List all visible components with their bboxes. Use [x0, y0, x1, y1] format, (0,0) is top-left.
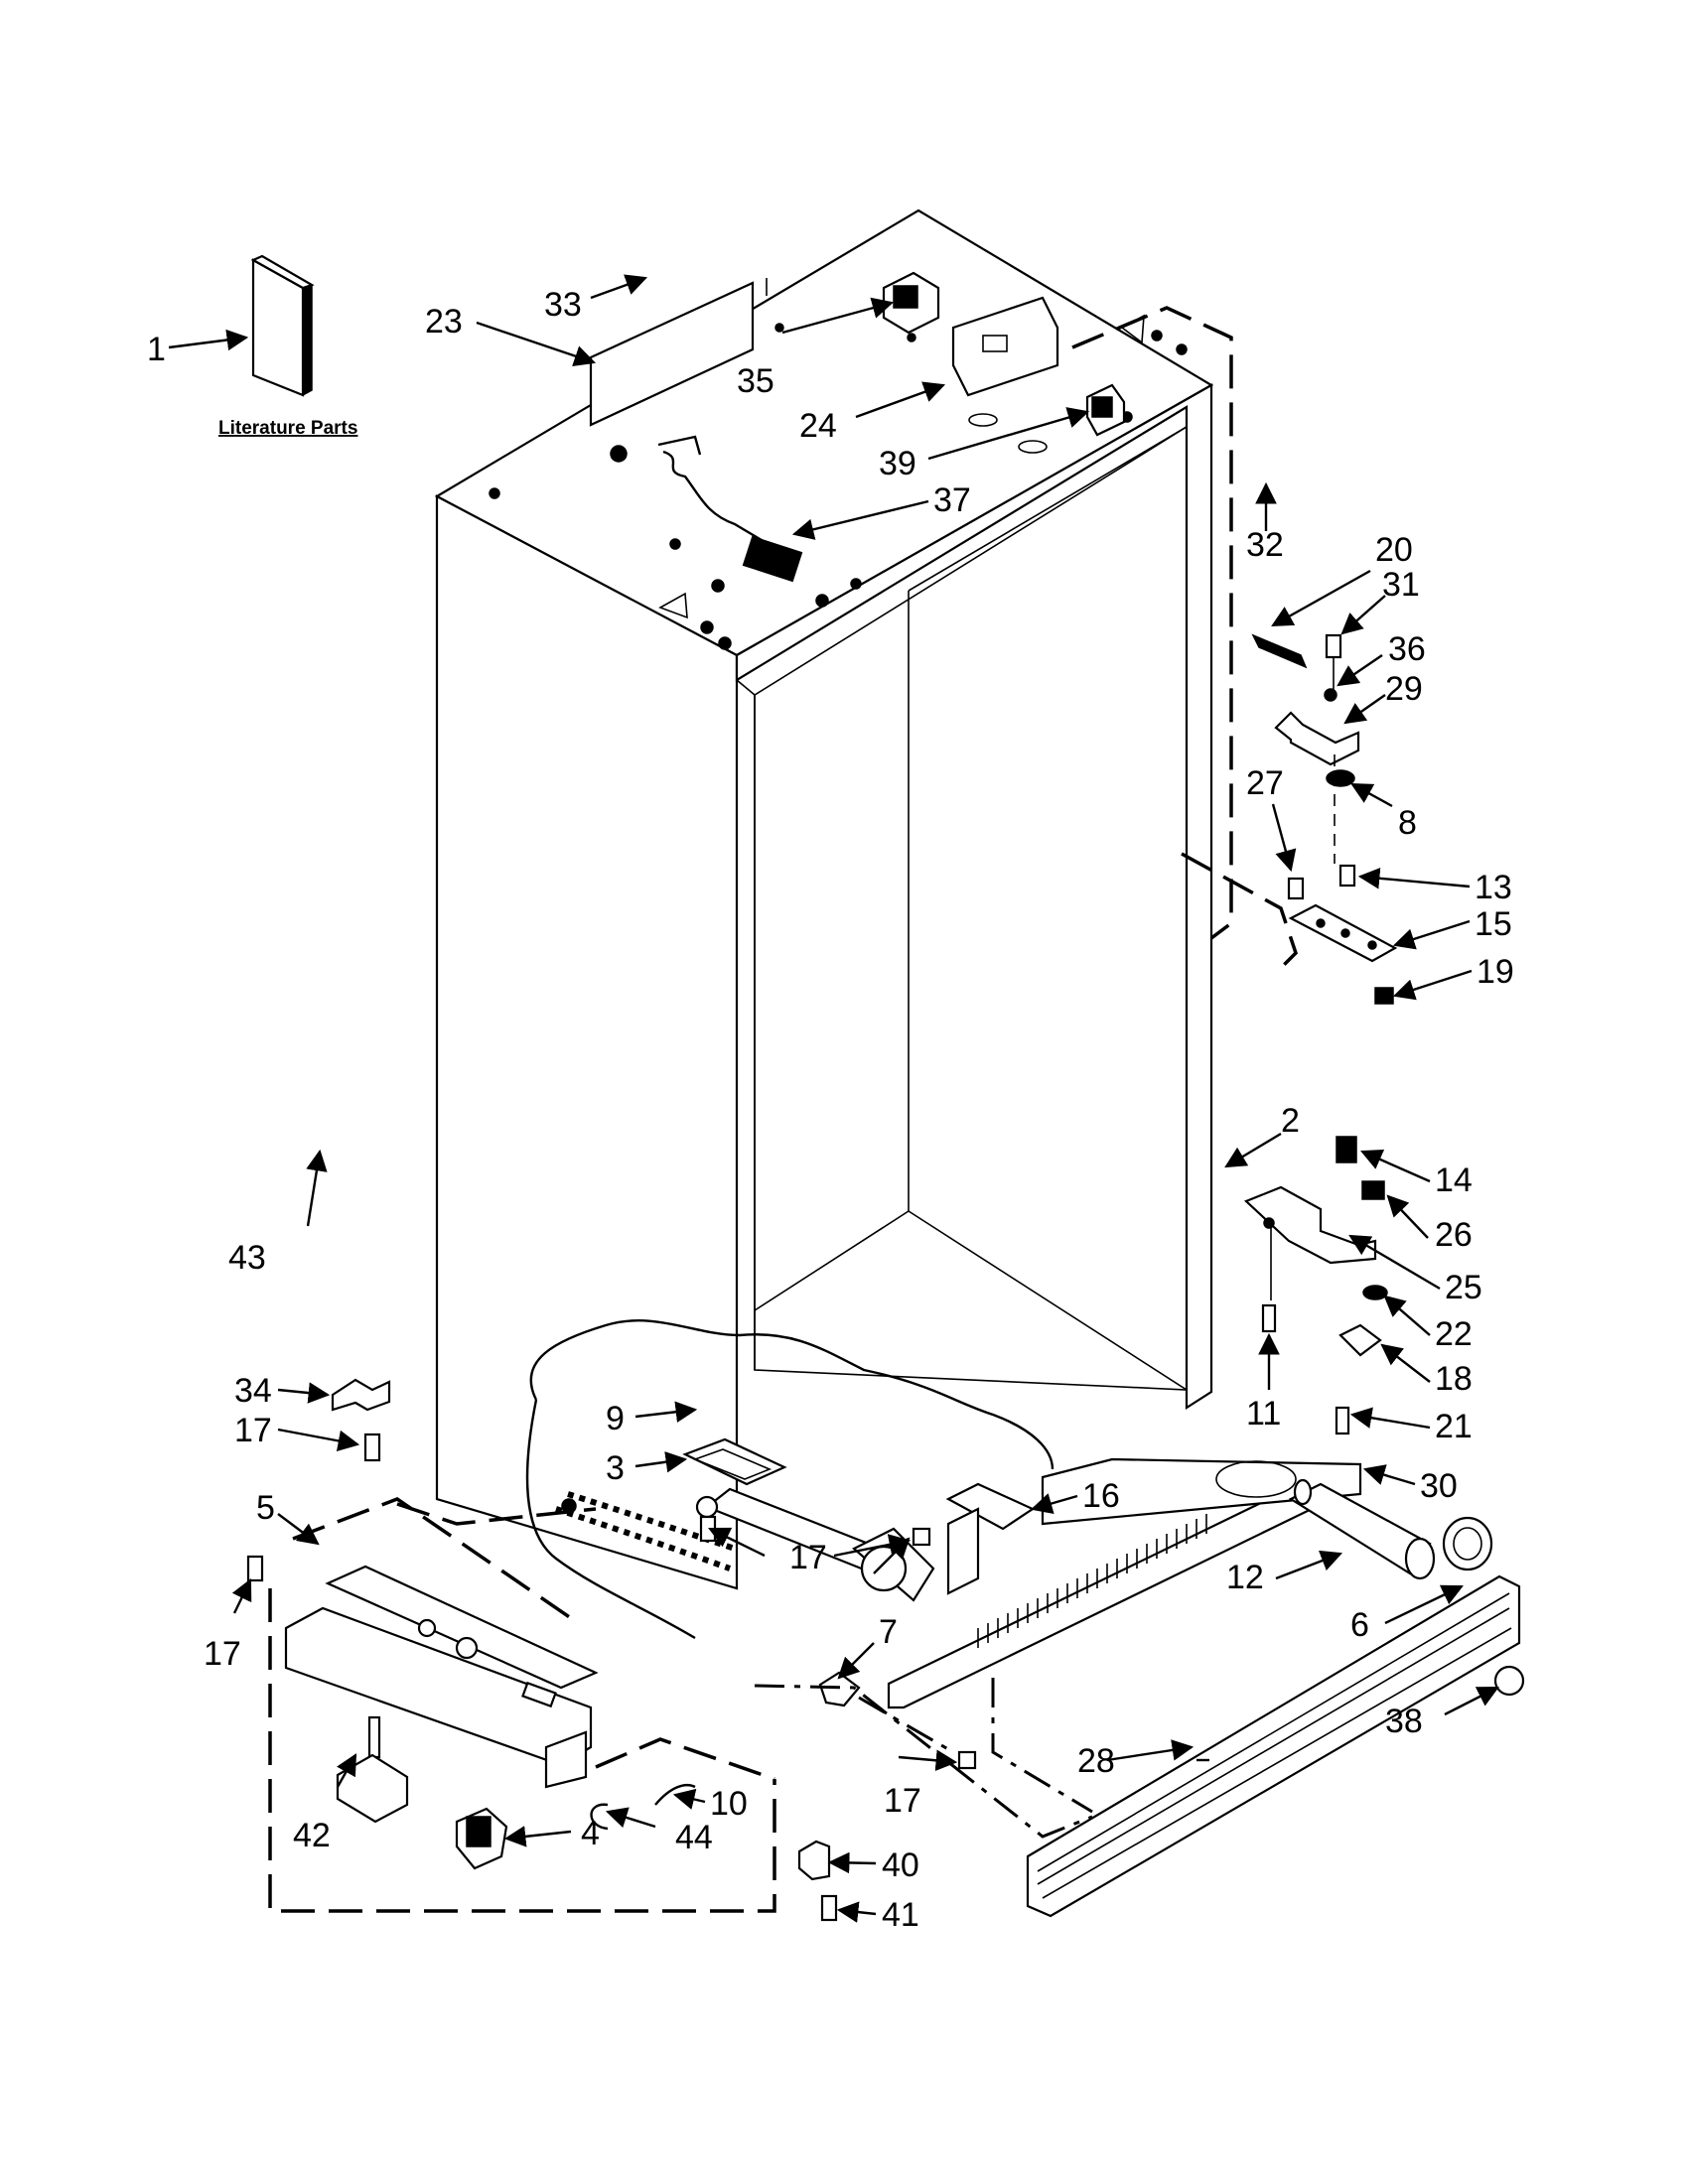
callout-33: 33 — [544, 286, 582, 324]
callout-31: 31 — [1382, 566, 1420, 604]
callout-19: 19 — [1477, 953, 1514, 991]
callout-17-d: 17 — [884, 1782, 921, 1820]
callout-38: 38 — [1385, 1703, 1423, 1740]
callout-7: 7 — [879, 1613, 898, 1651]
callout-18: 18 — [1435, 1360, 1473, 1398]
callout-labels: 1 2 3 4 5 6 7 8 9 10 11 12 13 14 15 16 1… — [147, 286, 1514, 1934]
wiring-harness — [657, 435, 803, 583]
callout-5: 5 — [256, 1489, 275, 1527]
upper-hinge-assembly — [1251, 633, 1398, 1005]
callout-15: 15 — [1475, 905, 1512, 943]
callout-32: 32 — [1246, 526, 1284, 564]
callout-36: 36 — [1388, 630, 1426, 668]
front-grille — [887, 1457, 1362, 1709]
callout-10: 10 — [710, 1785, 748, 1823]
bracket-34 — [331, 1378, 391, 1412]
lower-hinge-assembly — [1243, 1136, 1388, 1435]
water-filter — [1288, 1478, 1436, 1580]
callout-25: 25 — [1445, 1269, 1482, 1306]
callout-23: 23 — [425, 303, 463, 341]
callout-34: 34 — [234, 1372, 272, 1410]
callout-40: 40 — [882, 1846, 919, 1884]
callout-43: 43 — [228, 1239, 266, 1277]
callout-3: 3 — [606, 1449, 625, 1487]
callout-30: 30 — [1420, 1467, 1458, 1505]
literature-parts-book — [250, 254, 315, 397]
grille-clip — [1493, 1665, 1525, 1697]
callout-37: 37 — [933, 481, 971, 519]
roller — [455, 1807, 508, 1870]
callout-11: 11 — [1246, 1395, 1281, 1433]
callout-27: 27 — [1246, 764, 1284, 802]
callout-2: 2 — [1281, 1102, 1300, 1140]
callout-20: 20 — [1375, 531, 1413, 569]
callout-13: 13 — [1475, 869, 1512, 906]
callout-39: 39 — [879, 445, 916, 482]
callout-17-c: 17 — [789, 1539, 827, 1576]
callout-22: 22 — [1435, 1315, 1473, 1353]
callout-16: 16 — [1082, 1477, 1120, 1515]
literature-parts-label: Literature Parts — [218, 418, 357, 439]
callout-14: 14 — [1435, 1161, 1473, 1199]
callout-28: 28 — [1077, 1742, 1115, 1780]
callout-41: 41 — [882, 1896, 919, 1934]
callout-24: 24 — [799, 407, 837, 445]
callout-35: 35 — [737, 362, 774, 400]
e-clip — [590, 1803, 609, 1831]
callout-44: 44 — [675, 1819, 713, 1856]
callout-8: 8 — [1398, 804, 1417, 842]
callout-21: 21 — [1435, 1408, 1473, 1445]
bracket-40 — [797, 1840, 831, 1881]
callout-12: 12 — [1226, 1559, 1264, 1596]
callout-26: 26 — [1435, 1216, 1473, 1254]
retainer-clip — [654, 1783, 696, 1806]
base-grille — [1026, 1574, 1521, 1918]
filter-cap — [1442, 1516, 1493, 1571]
clip-7 — [818, 1671, 861, 1707]
callout-4: 4 — [581, 1815, 600, 1852]
callout-9: 9 — [606, 1400, 625, 1437]
callout-17-b: 17 — [204, 1635, 241, 1673]
callout-6: 6 — [1350, 1606, 1369, 1644]
callout-1: 1 — [147, 331, 166, 368]
callout-17-a: 17 — [234, 1412, 272, 1449]
leader-arrows — [168, 274, 1499, 1923]
callout-29: 29 — [1385, 670, 1423, 708]
leveling-frame — [284, 1565, 599, 1789]
callout-42: 42 — [293, 1817, 331, 1854]
